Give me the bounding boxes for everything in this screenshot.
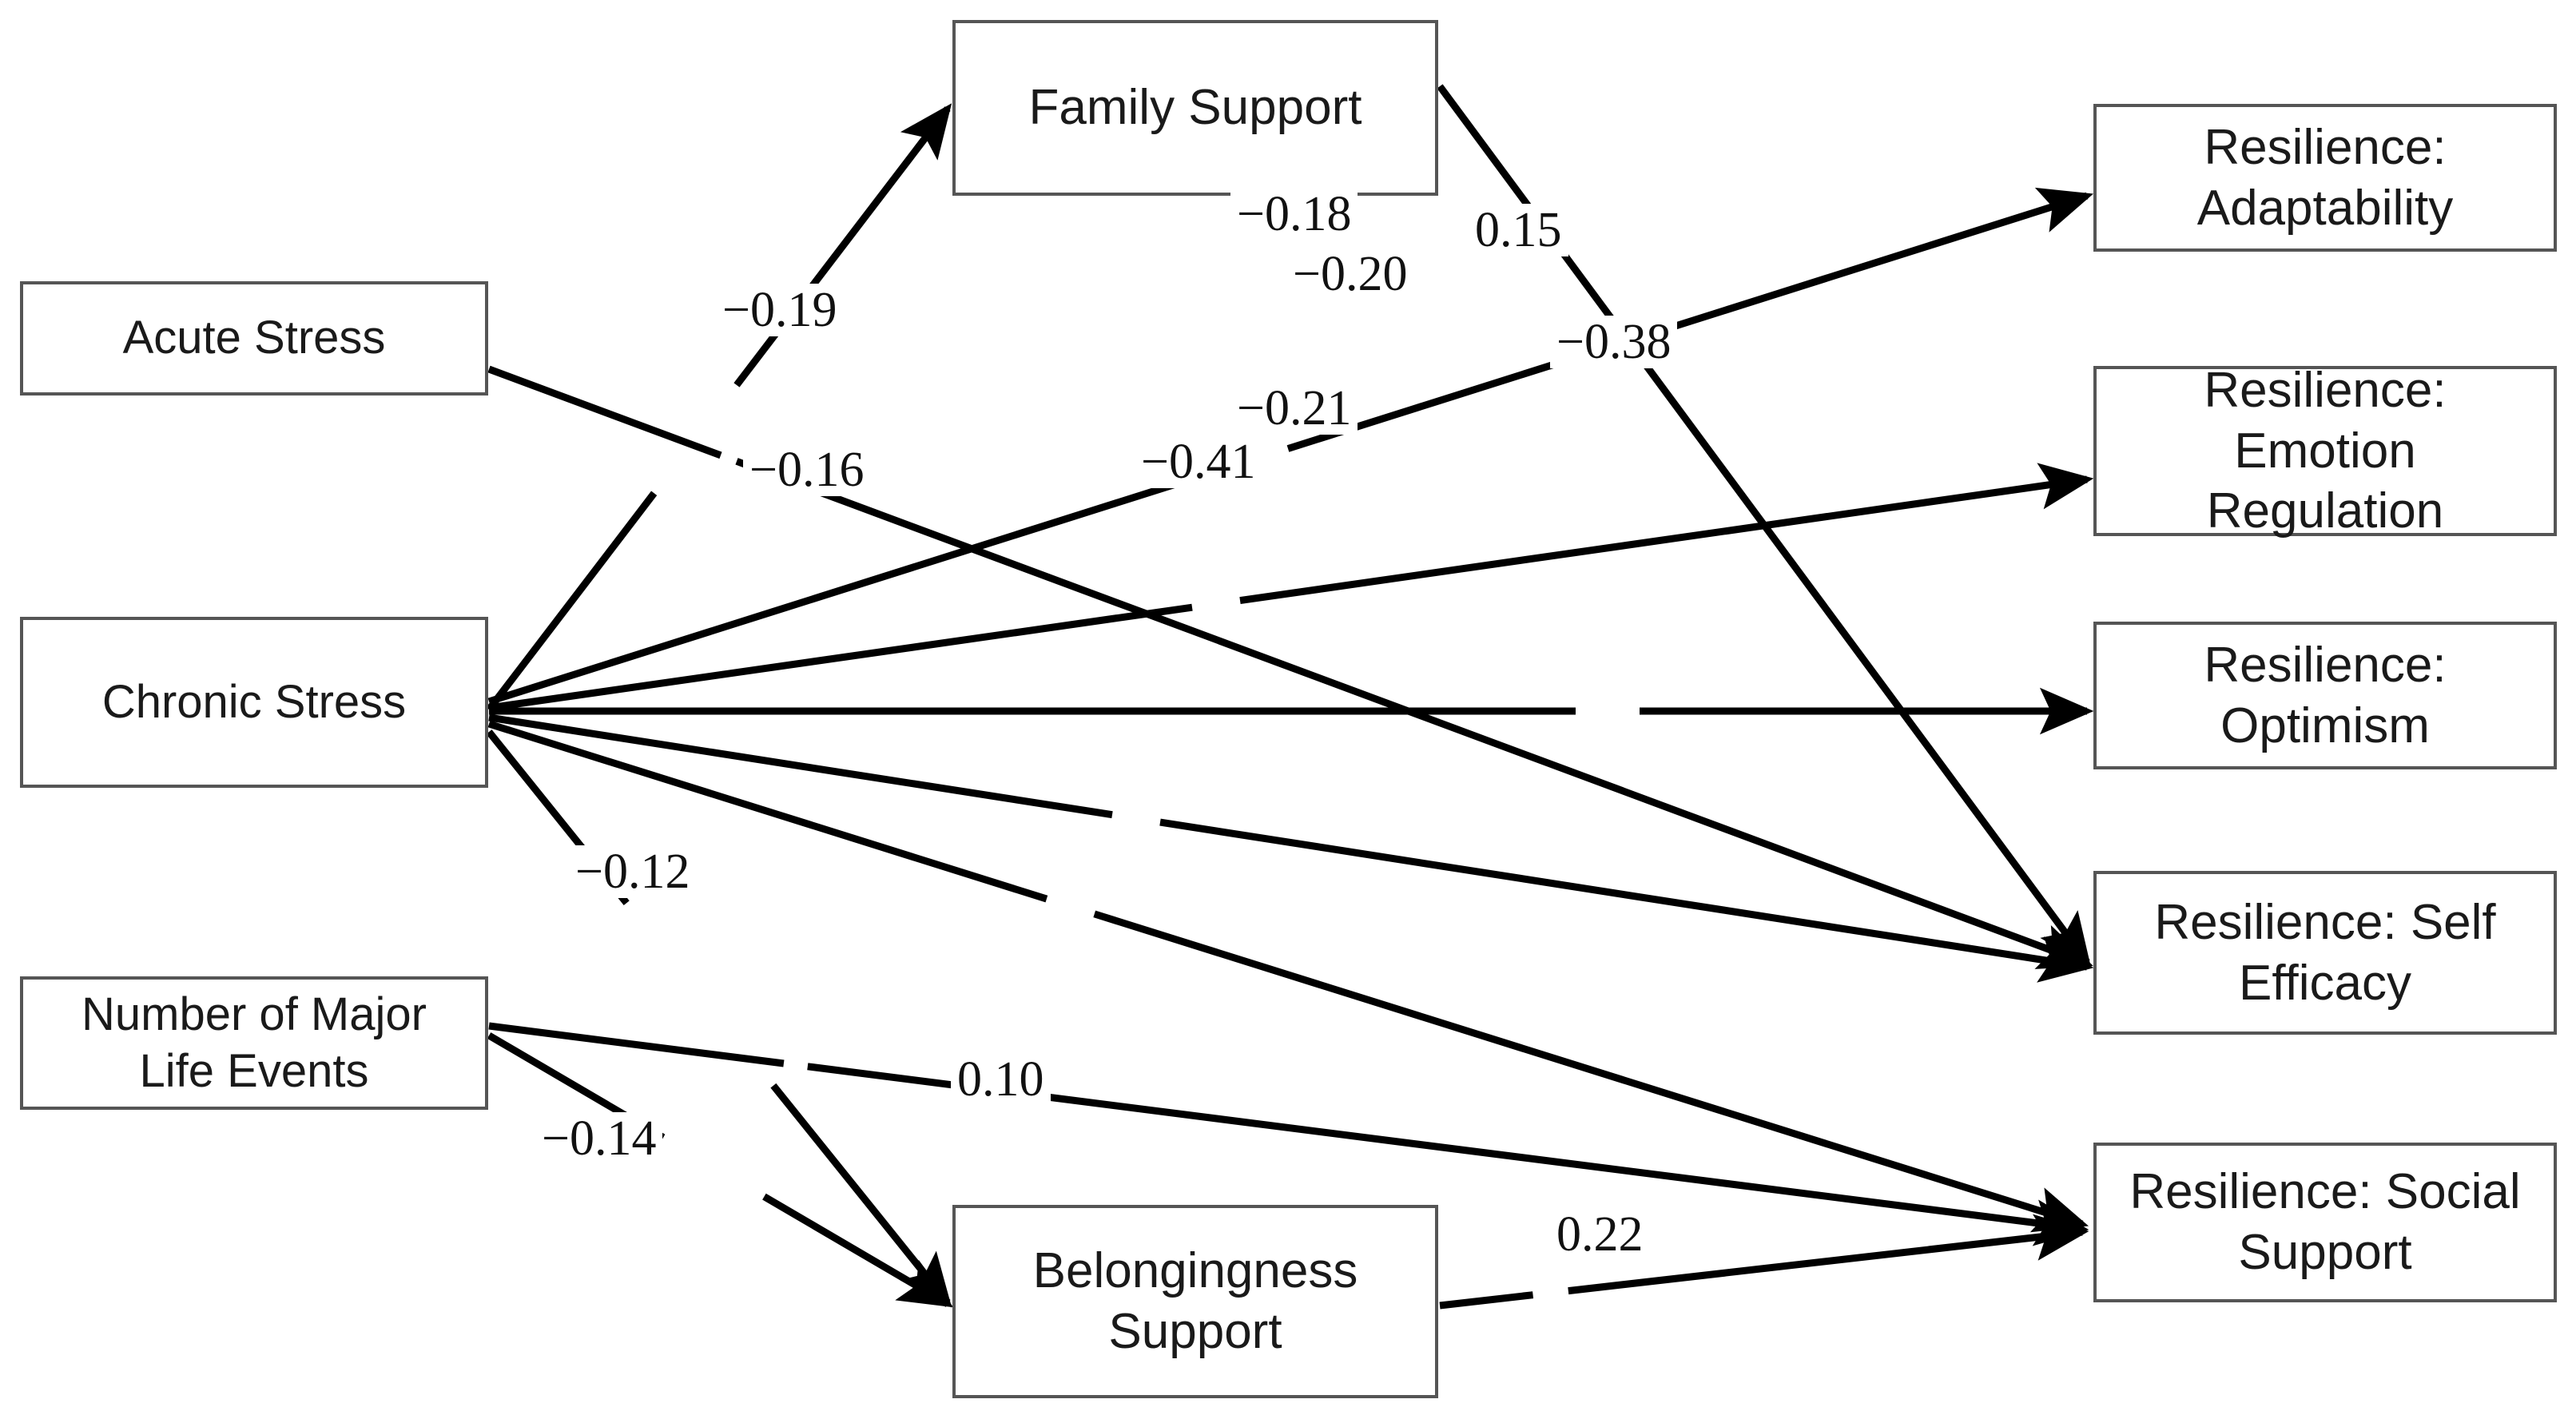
node-label-res-adaptability: Resilience: Adaptability xyxy=(2196,119,2454,236)
edge-e-le-social-segment-start xyxy=(488,1022,785,1067)
edge-coefficient-e-as-selfeff: −0.16 xyxy=(743,443,871,496)
node-label-belongingness-support: Belongingness Support xyxy=(1032,1243,1358,1359)
edge-coefficient-e-cs-family: −0.19 xyxy=(716,284,844,336)
edge-e-le-belong-segment-end xyxy=(762,1193,954,1308)
edge-e-cs-family-segment-start xyxy=(486,491,658,712)
edge-e-cs-adapt-segment-start xyxy=(487,465,1226,706)
edge-e-cs-adapt-segment-end xyxy=(1286,187,2094,452)
node-res-self-efficacy[interactable]: Resilience: Self Efficacy xyxy=(2093,871,2557,1035)
edge-coefficient-e-cs-social: −0.41 xyxy=(1135,435,1262,488)
node-chronic-stress[interactable]: Chronic Stress xyxy=(20,617,488,788)
edge-coefficient-e-fs-selfeff: 0.15 xyxy=(1469,204,1568,256)
edge-e-bs-social-segment-end xyxy=(1568,1214,2089,1295)
edge-e-cs-family-segment-end xyxy=(733,103,952,388)
node-life-events[interactable]: Number of Major Life Events xyxy=(20,976,488,1110)
edge-e-cs-selfeff-segment-start xyxy=(488,713,1113,819)
edge-coefficient-e-bs-social: 0.22 xyxy=(1550,1208,1650,1261)
node-label-res-social-support: Resilience: Social Support xyxy=(2129,1164,2521,1280)
edge-coefficient-e-cs-optimism: −0.38 xyxy=(1550,316,1678,368)
edge-coefficient-e-le-belong: −0.14 xyxy=(535,1112,663,1165)
edge-e-cs-emotion-segment-start xyxy=(488,603,1193,712)
edge-coefficient-e-cs-belong: −0.12 xyxy=(569,845,697,898)
node-res-emotion-regulation[interactable]: Resilience: Emotion Regulation xyxy=(2093,363,2557,539)
edge-e-fs-selfeff-segment-start xyxy=(1437,84,1544,225)
node-res-adaptability[interactable]: Resilience: Adaptability xyxy=(2093,104,2557,252)
edge-coefficient-e-cs-adapt: −0.18 xyxy=(1230,188,1358,240)
edge-e-cs-belong-segment-end xyxy=(770,1083,952,1308)
node-res-optimism[interactable]: Resilience: Optimism xyxy=(2093,622,2557,769)
edge-e-cs-selfeff-segment-end xyxy=(1159,818,2094,983)
edge-e-cs-social-segment-end xyxy=(1093,910,2089,1233)
edge-coefficient-e-le-social: 0.10 xyxy=(951,1053,1051,1106)
node-label-res-optimism: Resilience: Optimism xyxy=(2204,637,2447,753)
edge-coefficient-e-cs-selfeff: −0.21 xyxy=(1230,382,1358,435)
node-label-res-self-efficacy: Resilience: Self Efficacy xyxy=(2154,894,2496,1011)
edge-e-as-selfeff-segment-start xyxy=(487,365,722,459)
node-label-acute-stress: Acute Stress xyxy=(122,312,386,364)
node-belongingness-support[interactable]: Belongingness Support xyxy=(952,1205,1438,1398)
edge-coefficient-e-cs-emotion: −0.20 xyxy=(1286,248,1414,300)
node-label-life-events: Number of Major Life Events xyxy=(81,988,427,1097)
node-acute-stress[interactable]: Acute Stress xyxy=(20,281,488,395)
node-label-res-emotion-regulation: Resilience: Emotion Regulation xyxy=(2204,363,2447,539)
edge-e-bs-social-segment-start xyxy=(1439,1291,1534,1310)
node-label-family-support: Family Support xyxy=(1028,80,1362,136)
node-label-chronic-stress: Chronic Stress xyxy=(101,675,407,728)
edge-e-cs-social-segment-start xyxy=(487,720,1048,903)
node-family-support[interactable]: Family Support xyxy=(952,20,1438,196)
edge-e-cs-emotion-segment-end xyxy=(1239,463,2094,605)
node-res-social-support[interactable]: Resilience: Social Support xyxy=(2093,1143,2557,1302)
